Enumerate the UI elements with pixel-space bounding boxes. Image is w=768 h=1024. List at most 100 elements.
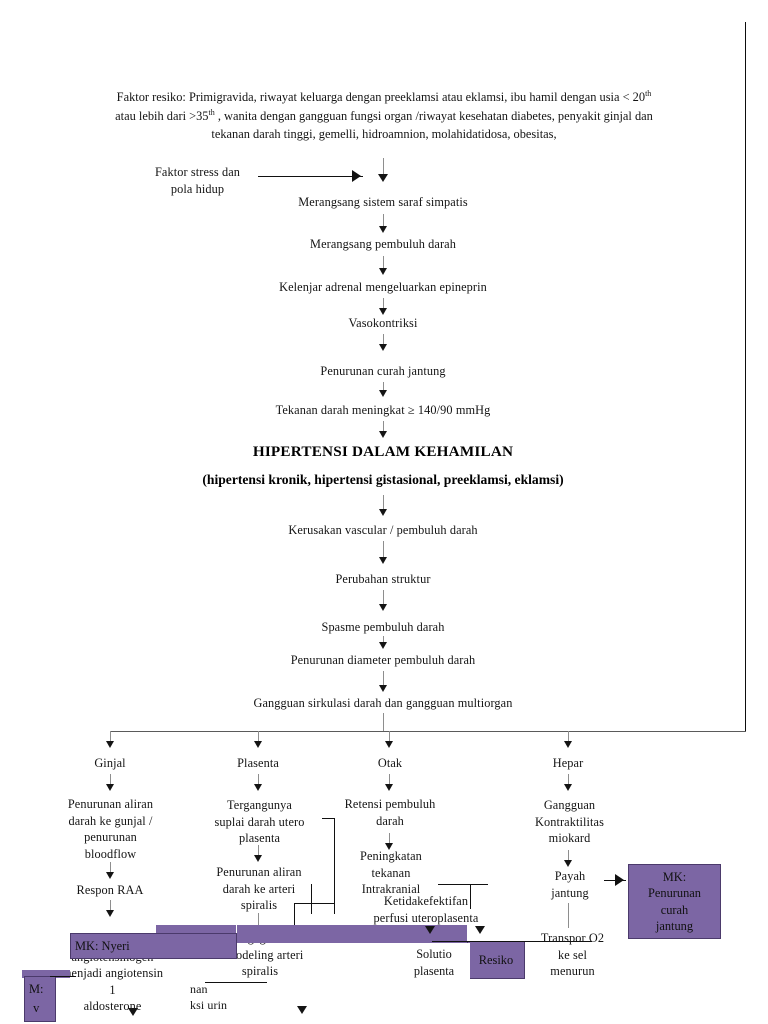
- connector-n8-n9: [383, 590, 384, 606]
- connector-n3-n4: [383, 298, 384, 310]
- arrowhead-payah-to-mk: [615, 874, 624, 886]
- arrowhead-plasenta-2: [254, 855, 262, 862]
- connector-n1-n2: [383, 214, 384, 228]
- arrowhead-bus-plasenta: [254, 741, 262, 748]
- connector-title-n7: [383, 495, 384, 511]
- connector-n7-n8: [383, 541, 384, 559]
- arrowhead-ginjal-1: [106, 784, 114, 791]
- mk-left-clipped-stem: [50, 976, 76, 977]
- arrowhead-plasenta-bottom: [297, 1006, 307, 1014]
- arrowhead-ginjal-3: [106, 910, 114, 917]
- connector-bus-ginjal: [110, 731, 111, 743]
- arrowhead-n3-n4: [379, 308, 387, 315]
- node-vasokontriksi: Vasokontriksi: [348, 316, 418, 330]
- arrowhead-ginjal-4: [128, 1008, 138, 1016]
- node-hepar-gangguan-kontraktilitas: Gangguan Kontraktilitas miokard: [534, 798, 605, 846]
- solutio-plasenta-box: Solutio plasenta: [398, 943, 470, 983]
- node-merangsang-pembuluh-darah: Merangsang pembuluh darah: [310, 237, 456, 251]
- mk-nyeri-box[interactable]: MK: Nyeri: [70, 933, 237, 959]
- risk-factors-text: Faktor resiko: Primigravida, riwayat kel…: [115, 89, 653, 142]
- mk-nyeri-shadow: [156, 925, 236, 935]
- mk-penurunan-curah-jantung-box[interactable]: MK: Penurunan curah jantung: [628, 864, 721, 939]
- arrowhead-n8-n9: [379, 604, 387, 611]
- node-plasenta-penurunan-aliran-arteri: Penurunan aliran darah ke arteri spirali…: [216, 865, 302, 913]
- connector-ginjal-2: [110, 862, 111, 874]
- node-spasme-pembuluh-darah: Spasme pembuluh darah: [321, 620, 445, 634]
- arrowhead-bus-otak: [385, 741, 393, 748]
- connector-n10-n11: [383, 671, 384, 687]
- arrowhead-n1-n2: [379, 226, 387, 233]
- branch-header-otak: Otak: [377, 756, 403, 770]
- branch-header-ginjal: Ginjal: [94, 756, 126, 770]
- connector-otak-2: [389, 833, 390, 845]
- connector-plasenta-3: [258, 913, 259, 927]
- node-perubahan-struktur: Perubahan struktur: [335, 572, 431, 586]
- arrowhead-otak-1: [385, 784, 393, 791]
- bracket-vert3-plasenta: [311, 884, 312, 914]
- arrowhead-to-resiko: [475, 926, 485, 934]
- arrowhead-bus-hepar: [564, 741, 572, 748]
- mask-line-plasenta: [205, 982, 267, 983]
- connector-bus-hepar: [568, 731, 569, 743]
- node-plasenta-terganggunya-suplai: Tergangunya suplai darah utero plasenta: [214, 798, 305, 846]
- arrowhead-n10-n11: [379, 685, 387, 692]
- arrowhead-title-n7: [379, 509, 387, 516]
- connector-plasenta-2: [258, 845, 259, 857]
- arrowhead-header-to-n1: [378, 174, 388, 182]
- page-title: HIPERTENSI DALAM KEHAMILAN: [252, 443, 514, 460]
- node-merangsang-saraf-simpatis: Merangsang sistem saraf simpatis: [298, 195, 468, 209]
- connector-n2-n3: [383, 256, 384, 270]
- branch-header-plasenta: Plasenta: [237, 756, 279, 770]
- arrowhead-n4-n5: [379, 344, 387, 351]
- mask-vert-otak: [470, 884, 471, 909]
- risk-factors-note: Faktor resiko: Primigravida, riwayat kel…: [108, 88, 660, 144]
- connector-ginjal-3: [110, 900, 111, 912]
- node-gangguan-sirkulasi: Gangguan sirkulasi darah dan gangguan mu…: [253, 696, 513, 710]
- connector-header-to-n1: [383, 158, 384, 176]
- arrowhead-ginjal-2: [106, 872, 114, 879]
- arrowhead-n2-n3: [379, 268, 387, 275]
- connector-bus-otak: [389, 731, 390, 743]
- page-right-rule: [745, 22, 746, 732]
- branch-distribution-bus: [110, 731, 746, 732]
- bracket-bottom-plasenta: [294, 903, 335, 904]
- bracket-vert2-plasenta: [294, 903, 295, 925]
- arrowhead-n5-n6: [379, 390, 387, 397]
- mk-resiko-box[interactable]: Resiko: [467, 941, 525, 979]
- connector-hepar-1: [568, 774, 569, 786]
- connector-bus-plasenta: [258, 731, 259, 743]
- node-otak-ketidakefektifan-perfusi: Ketidakefektifan perfusi uteroplasenta: [373, 894, 479, 925]
- node-ginjal-penurunan-aliran: Penurunan aliran darah ke gunjal / penur…: [67, 797, 154, 861]
- connector-stress-horizontal: [258, 176, 363, 177]
- node-penurunan-diameter: Penurunan diameter pembuluh darah: [290, 653, 476, 667]
- node-otak-retensi-pembuluh: Retensi pembuluh darah: [344, 797, 436, 828]
- mk-left-clipped-box[interactable]: M: v: [24, 976, 56, 1022]
- connector-n11-to-bus: [383, 713, 384, 731]
- arrowhead-n9-n10: [379, 642, 387, 649]
- node-penurunan-curah-jantung: Penurunan curah jantung: [320, 364, 446, 378]
- node-hepar-transpor-o2: Transpor O2 ke sel menurun: [540, 931, 605, 979]
- arrowhead-bus-ginjal: [106, 741, 114, 748]
- node-kerusakan-vascular: Kerusakan vascular / pembuluh darah: [288, 523, 478, 537]
- arrowhead-plasenta-1: [254, 784, 262, 791]
- page-subtitle: (hipertensi kronik, hipertensi gistasion…: [202, 472, 564, 487]
- connector-otak-1: [389, 774, 390, 786]
- mask-line-otak: [438, 884, 488, 885]
- connector-n5-n6: [383, 382, 384, 392]
- arrowhead-n6-title: [379, 431, 387, 438]
- connector-plasenta-1: [258, 774, 259, 786]
- arrowhead-otak-2: [385, 843, 393, 850]
- arrowhead-hepar-1: [564, 784, 572, 791]
- connector-n9-n10: [383, 636, 384, 644]
- connector-ginjal-1: [110, 774, 111, 786]
- bar-top-edge: [432, 941, 592, 942]
- arrowhead-n7-n8: [379, 557, 387, 564]
- connector-hepar-2: [568, 850, 569, 862]
- node-hepar-payah-jantung: Payah jantung: [551, 869, 589, 900]
- node-kelenjar-adrenal: Kelenjar adrenal mengeluarkan epineprin: [279, 280, 487, 294]
- connector-hepar-3: [568, 903, 569, 928]
- connector-n4-n5: [383, 334, 384, 346]
- branch-header-hepar: Hepar: [552, 756, 584, 770]
- bracket-top-plasenta: [322, 818, 335, 819]
